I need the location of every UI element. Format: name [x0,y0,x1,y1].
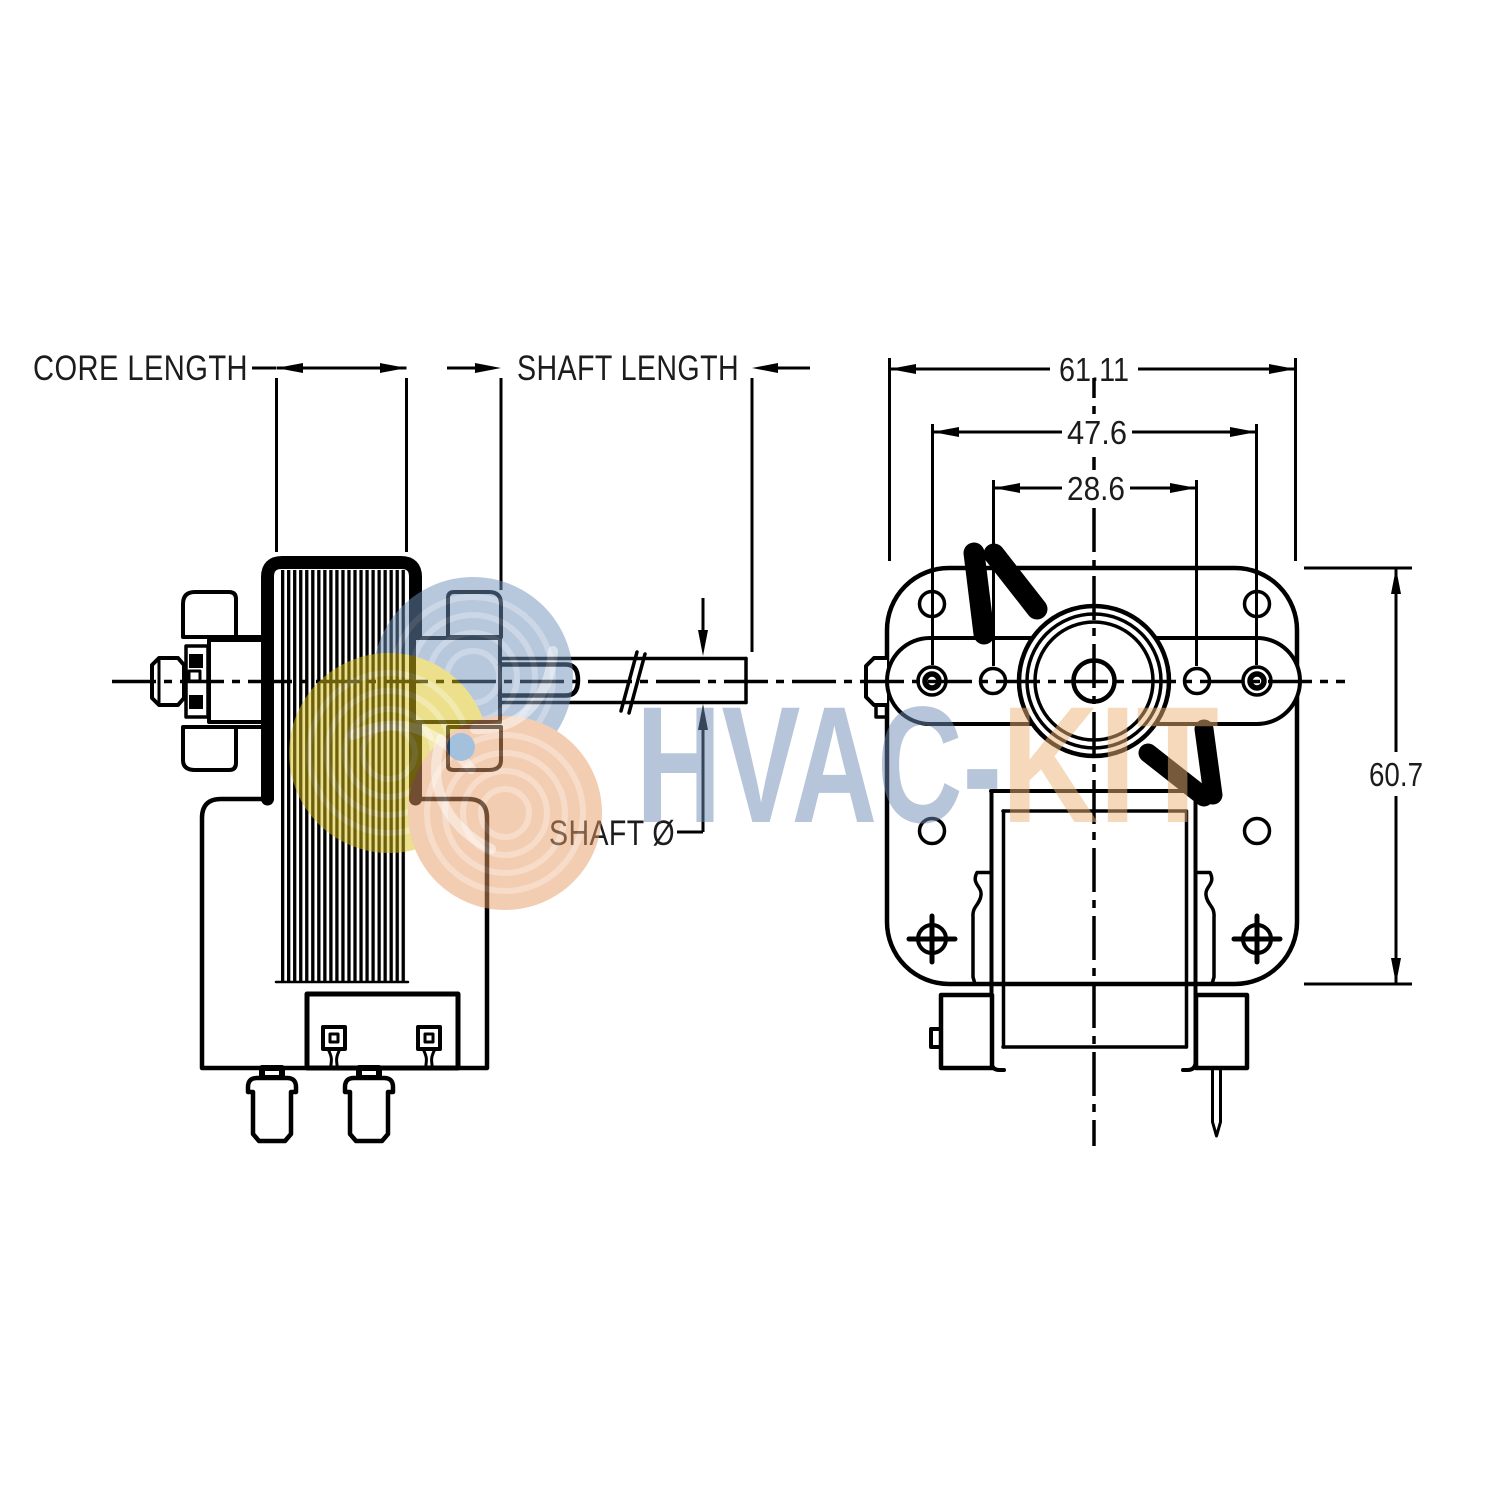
dimension-overall-height: 60.7 [1304,566,1423,986]
centerlines [112,378,1345,1146]
wire-grommet [342,1065,396,1144]
dimension-inner-spacing: 28.6 [992,470,1198,666]
core-end-cap [261,556,422,806]
bottom-tab-nub [929,1027,943,1049]
fan-blade-pink [408,716,602,910]
terminal-pin [416,1025,442,1070]
dim-value-mount-spacing: 47.6 [1067,414,1127,451]
dimension-core-length: CORE LENGTH [33,349,408,552]
plate-hole [917,816,947,846]
mounting-plate [884,565,1300,987]
dimension-shaft-length: SHAFT LENGTH [447,349,810,652]
plate-hole [1242,816,1272,846]
watermark-brand: HVAC- KIT [636,673,1219,858]
watermark-text-hvac: HVAC- [636,673,1002,858]
watermark-text-kit: KIT [1001,673,1219,858]
mounting-hole-crosshair [1231,913,1283,965]
label-core-length: CORE LENGTH [33,349,248,388]
terminal-pin [321,1025,347,1070]
wire-grommet [245,1065,299,1144]
terminal-pin-front [1211,1066,1222,1138]
terminal-box [304,991,461,1071]
shading-coil-bottom-right [1138,719,1223,807]
dim-value-inner-spacing: 28.6 [1067,470,1125,507]
dimension-overall-width: 61.11 [888,351,1297,561]
dimensions: CORE LENGTH SHAFT LENGTH SHAFT Ø [33,349,1423,986]
watermark-fan-logo-icon [289,577,602,910]
watermark: HVAC- KIT [289,577,1219,910]
shading-coil-top-left [963,542,1048,645]
bottom-tab-right [1193,992,1250,1071]
label-shaft-length: SHAFT LENGTH [517,349,739,388]
stator-profile-cut [971,870,1216,986]
shading-coils [963,542,1223,807]
bottom-tab-left [938,992,995,1071]
fan-hub-dot [447,733,475,761]
dimension-mount-spacing: 47.6 [931,414,1258,665]
dim-value-overall-height: 60.7 [1369,756,1423,793]
mounting-hole-crosshair [906,913,958,965]
